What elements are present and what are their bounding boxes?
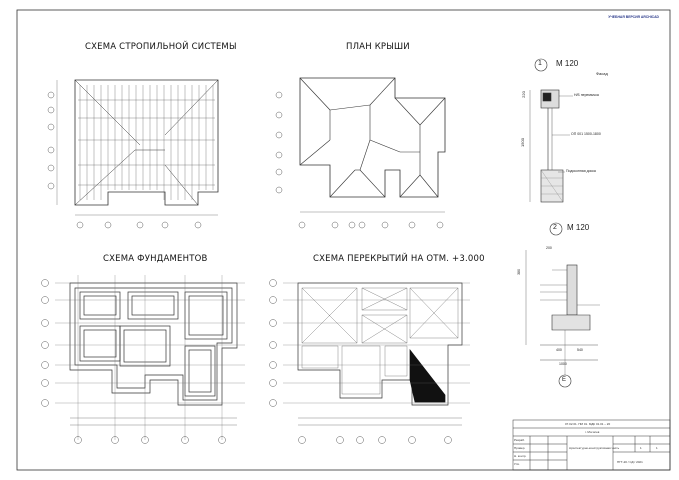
node-2-scale: М 120: [567, 223, 590, 232]
node-1-label: ОП 001 1500-1800: [571, 132, 601, 136]
stamp-row: Разраб.: [514, 438, 525, 442]
stamp-row: Провер.: [514, 446, 526, 450]
node-2-axis-label: Е: [562, 377, 567, 383]
node-1-number: 1: [538, 60, 542, 67]
stamp-sheets: 1: [656, 446, 658, 450]
node-1-label: Н/Б перемычка: [574, 93, 599, 97]
node-2-dim: 1000: [559, 362, 567, 366]
foundation-scheme-title: СХЕМА ФУНДАМЕНТОВ: [103, 254, 208, 264]
stamp-sheet-no: 1: [640, 446, 642, 450]
roof-plan-drawing: [275, 77, 446, 229]
node-2-dim: 200: [546, 246, 552, 250]
node-1-label: Подоконная доска: [566, 169, 596, 173]
floor-slab-scheme-title: СХЕМА ПЕРЕКРЫТИЙ НА ОТМ. +3.000: [313, 254, 485, 264]
sheet-frame: [16, 9, 671, 471]
node-1-note: Фасад: [596, 71, 608, 76]
node-2-dim: 540: [577, 348, 583, 352]
stamp-sheet-title: Архитектурно-конструктивная часть: [569, 446, 620, 450]
title-block: [512, 419, 671, 471]
node-2-dim: 400: [556, 348, 562, 352]
foundation-scheme-drawing: [41, 275, 245, 444]
stamp-group: ПГТ-20 / СД / 2021: [617, 460, 643, 464]
roof-plan-title: ПЛАН КРЫШИ: [346, 42, 410, 52]
node-2-detail: [525, 222, 600, 388]
node-1-scale: М 120: [556, 59, 579, 68]
node-2-number: 2: [553, 224, 557, 231]
stamp-row: Н. контр.: [514, 454, 527, 458]
node-1-detail: [529, 58, 573, 203]
node-1-dim: 1500: [519, 138, 525, 147]
stamp-code: 07.02.01. ПМ 01. МДК 01.01 – 20: [565, 422, 611, 426]
rafter-scheme-title: СХЕМА СТРОПИЛЬНОЙ СИСТЕМЫ: [85, 42, 237, 52]
node-1-dim: 220: [520, 91, 526, 98]
stamp-row: Утв.: [514, 462, 520, 466]
rafter-scheme-drawing: [47, 79, 219, 229]
node-2-dim: 380: [516, 269, 521, 275]
stamp-city: г. Могилев: [585, 430, 600, 434]
brand-watermark: УЧЕБНАЯ ВЕРСИЯ ARCHICAD: [608, 15, 659, 19]
floor-slab-scheme-drawing: [269, 279, 470, 444]
